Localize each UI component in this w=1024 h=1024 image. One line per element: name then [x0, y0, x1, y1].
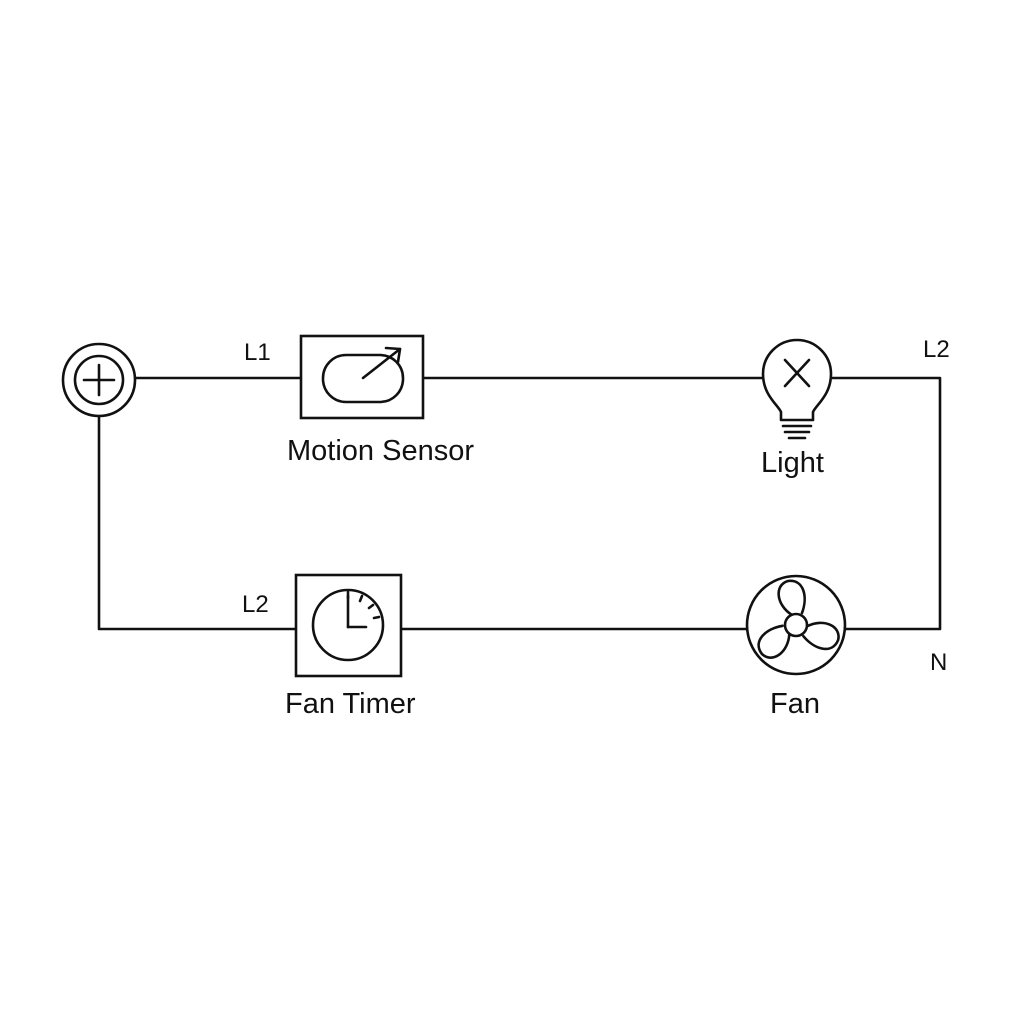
fan-label: Fan: [770, 688, 820, 720]
wire-timer-to-source: [97, 414, 298, 631]
fan-icon: [745, 574, 847, 676]
terminal-label-l2-bottom: L2: [242, 591, 269, 618]
timer-clock-icon: [294, 573, 403, 678]
wires: [97, 376, 942, 631]
fan-timer-label: Fan Timer: [285, 688, 416, 720]
terminal-label-n: N: [930, 649, 948, 676]
wire-light-to-fan-right: [829, 376, 942, 631]
light-label: Light: [761, 447, 824, 479]
plus-circle-icon: [61, 342, 137, 418]
terminal-label-l1: L1: [244, 339, 271, 366]
motion-sensor-icon: [299, 334, 425, 420]
terminal-label-l2-top: L2: [923, 336, 950, 363]
motion-sensor-label: Motion Sensor: [287, 435, 474, 467]
lamp-icon: [761, 338, 833, 440]
